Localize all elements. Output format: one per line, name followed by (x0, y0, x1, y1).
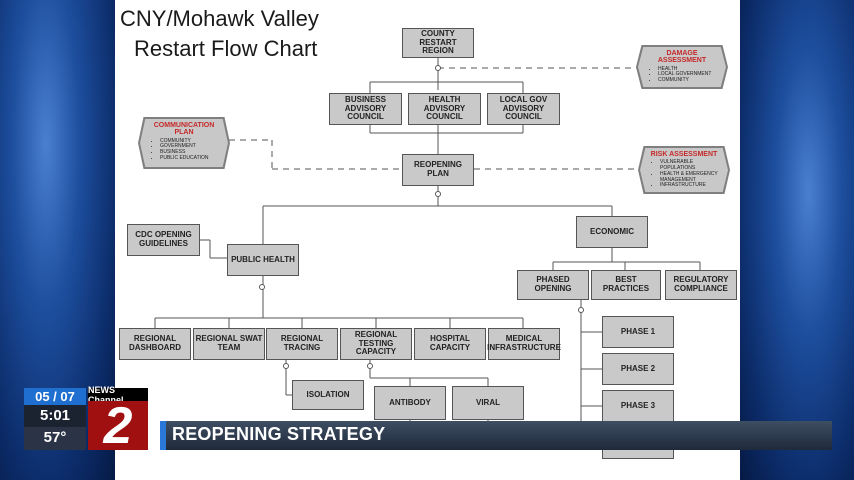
node-business-advisory-council: BUSINESS ADVISORY COUNCIL (329, 93, 402, 125)
callout-communication-plan: COMMUNICATION PLAN COMMUNITY GOVERNMENT … (138, 117, 230, 169)
callout-risk-item: INFRASTRUCTURE (660, 183, 718, 189)
node-local-gov-advisory-council: LOCAL GOV ADVISORY COUNCIL (487, 93, 560, 125)
callout-risk-title: RISK ASSESSMENT (650, 151, 718, 158)
lower-third-headline: REOPENING STRATEGY (172, 424, 385, 445)
node-medical-infrastructure: MEDICAL INFRASTRUCTURE (488, 328, 560, 360)
node-regulatory-compliance: REGULATORY COMPLIANCE (665, 270, 737, 300)
node-regional-tracing: REGIONAL TRACING (266, 328, 338, 360)
node-phase-1: PHASE 1 (602, 316, 674, 348)
date-text: 05 / 07 (24, 389, 86, 404)
node-reopening-plan: REOPENING PLAN (402, 154, 474, 186)
time-text: 5:01 (24, 407, 86, 424)
node-cdc-opening-guidelines: CDC OPENING GUIDELINES (127, 224, 200, 256)
node-regional-testing-capacity: REGIONAL TESTING CAPACITY (340, 328, 412, 360)
callout-damage-title: DAMAGE ASSESSMENT (648, 50, 716, 65)
callout-communication-item: PUBLIC EDUCATION (160, 156, 218, 162)
node-regional-swat-team: REGIONAL SWAT TEAM (193, 328, 265, 360)
node-health-advisory-council: HEALTH ADVISORY COUNCIL (408, 93, 481, 125)
node-county-restart-region: COUNTY RESTART REGION (402, 28, 474, 58)
node-economic: ECONOMIC (576, 216, 648, 248)
callout-risk-assessment: RISK ASSESSMENT VULNERABLE POPULATIONS H… (638, 146, 730, 194)
node-regional-dashboard: REGIONAL DASHBOARD (119, 328, 191, 360)
node-phased-opening: PHASED OPENING (517, 270, 589, 300)
node-phase-2: PHASE 2 (602, 353, 674, 385)
station-logo-number: 2 (88, 401, 148, 450)
callout-damage-assessment: DAMAGE ASSESSMENT HEALTH LOCAL GOVERNMEN… (636, 45, 728, 89)
node-phase-3: PHASE 3 (602, 390, 674, 422)
node-best-practices: BEST PRACTICES (591, 270, 661, 300)
lower-third-accent (160, 421, 166, 450)
temp-text: 57° (24, 429, 86, 446)
node-public-health: PUBLIC HEALTH (227, 244, 299, 276)
node-viral: VIRAL (452, 386, 524, 420)
node-antibody: ANTIBODY (374, 386, 446, 420)
node-isolation: ISOLATION (292, 380, 364, 410)
callout-communication-title: COMMUNICATION PLAN (150, 122, 218, 137)
node-hospital-capacity: HOSPITAL CAPACITY (414, 328, 486, 360)
callout-damage-item: COMMUNITY (658, 78, 716, 84)
